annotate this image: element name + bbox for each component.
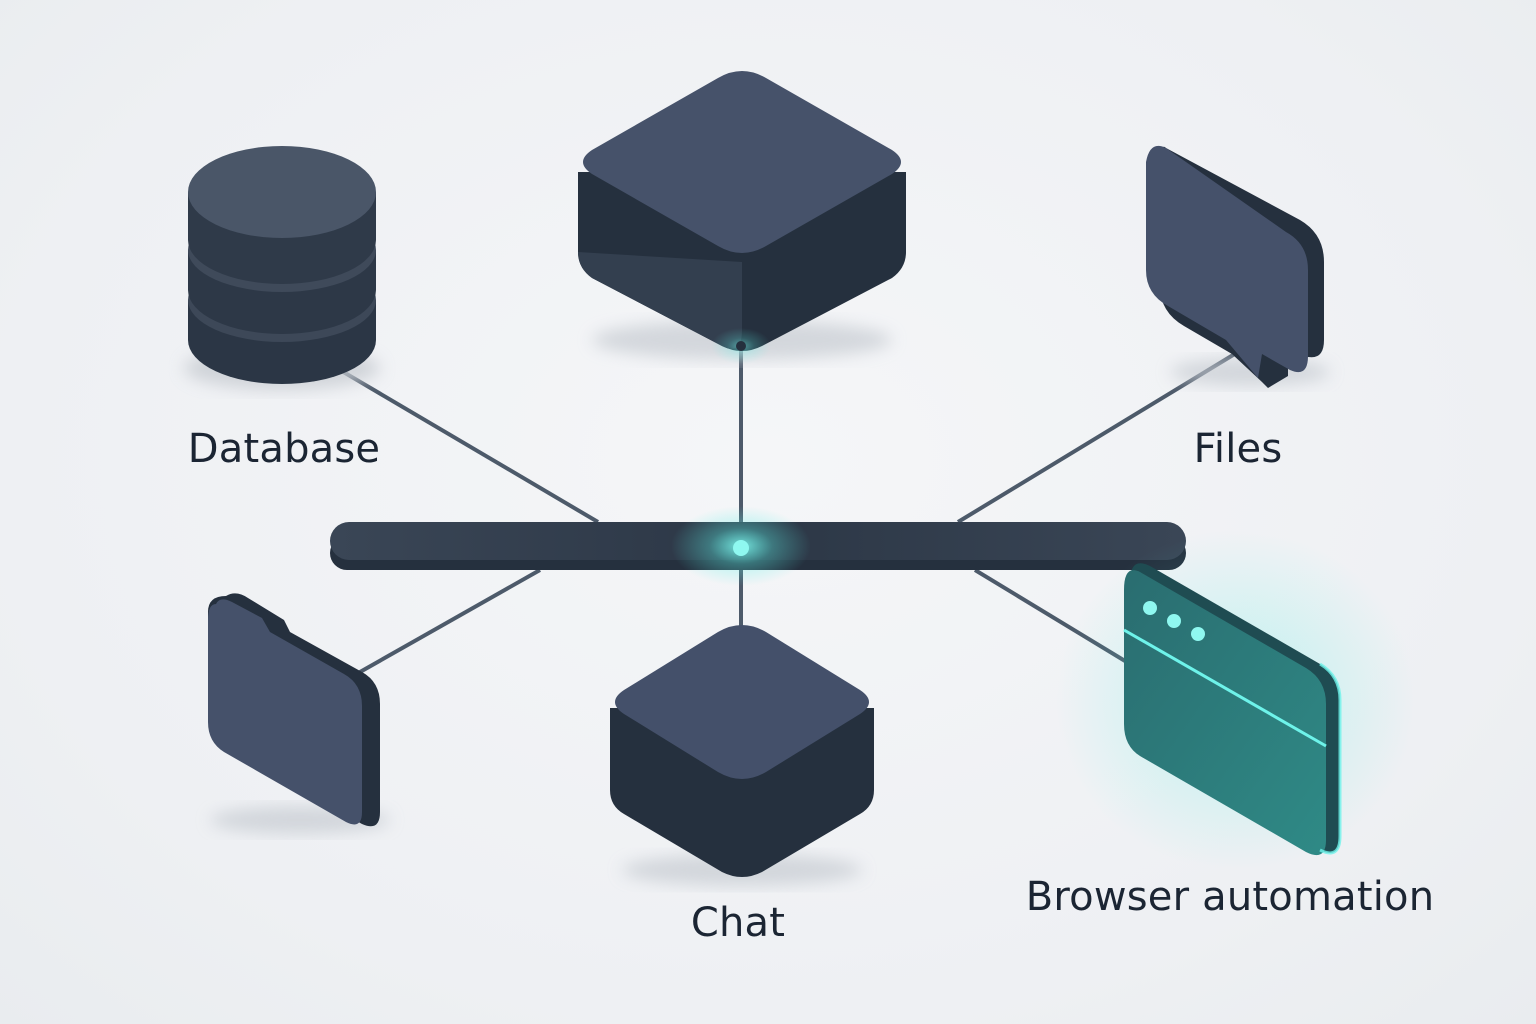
database-icon (184, 146, 380, 390)
browser-automation-label: Browser automation (1025, 874, 1435, 920)
message-bubble-icon (1146, 145, 1330, 388)
chat-cube-icon (610, 625, 874, 886)
browser-window-icon (1056, 530, 1416, 870)
folder-icon (208, 593, 390, 834)
browser-dot-1 (1143, 601, 1157, 615)
hub-node (671, 328, 811, 586)
browser-dot-2 (1167, 614, 1181, 628)
database-label: Database (187, 426, 381, 472)
chat-label: Chat (690, 900, 786, 946)
files-label: Files (1193, 426, 1283, 472)
connector-folder (359, 568, 541, 674)
browser-dot-3 (1191, 627, 1205, 641)
server-cube-icon (578, 71, 906, 360)
connector-database (338, 368, 600, 524)
